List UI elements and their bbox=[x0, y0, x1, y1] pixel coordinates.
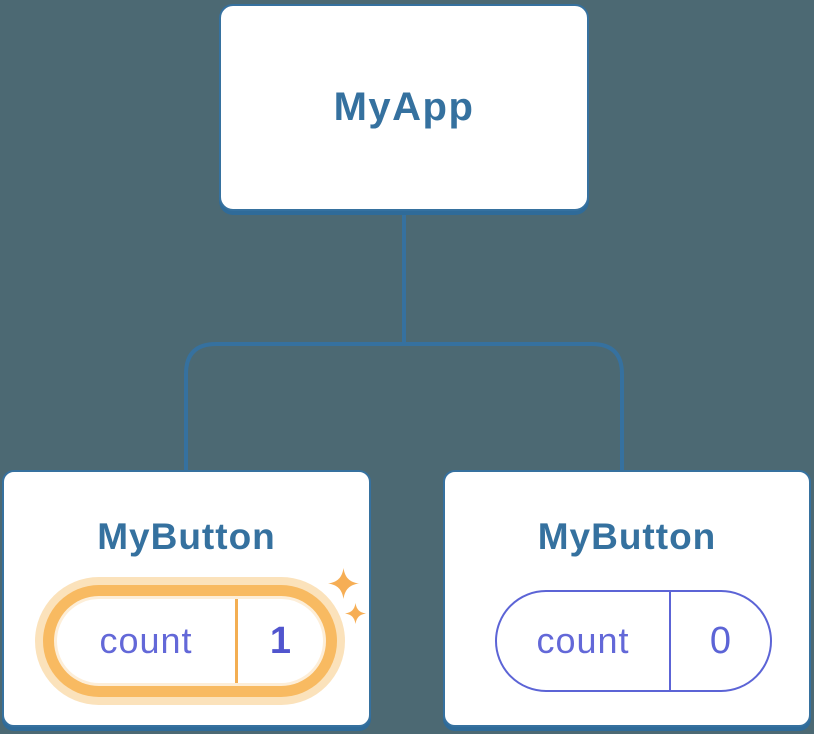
node-mybutton-left: MyButton count 1 bbox=[2, 470, 371, 727]
node-myapp-label: MyApp bbox=[333, 85, 475, 129]
node-mybutton-right: MyButton count 0 bbox=[443, 470, 811, 727]
state-pill: count 0 bbox=[495, 590, 772, 692]
pill-divider bbox=[669, 592, 671, 690]
state-pill-highlight-ring: count 1 bbox=[43, 585, 337, 697]
pill-divider bbox=[235, 599, 238, 683]
sparkle-icon bbox=[328, 567, 359, 600]
state-name: count bbox=[99, 620, 193, 661]
node-mybutton-right-label: MyButton bbox=[537, 516, 717, 557]
node-mybutton-left-label: MyButton bbox=[97, 516, 276, 557]
state-value: 1 bbox=[269, 619, 292, 662]
state-pill-highlighted: count 1 bbox=[35, 577, 345, 705]
state-name: count bbox=[536, 620, 630, 661]
node-myapp: MyApp bbox=[219, 4, 589, 211]
sparkle-icon bbox=[343, 603, 368, 624]
state-value: 0 bbox=[709, 619, 732, 662]
